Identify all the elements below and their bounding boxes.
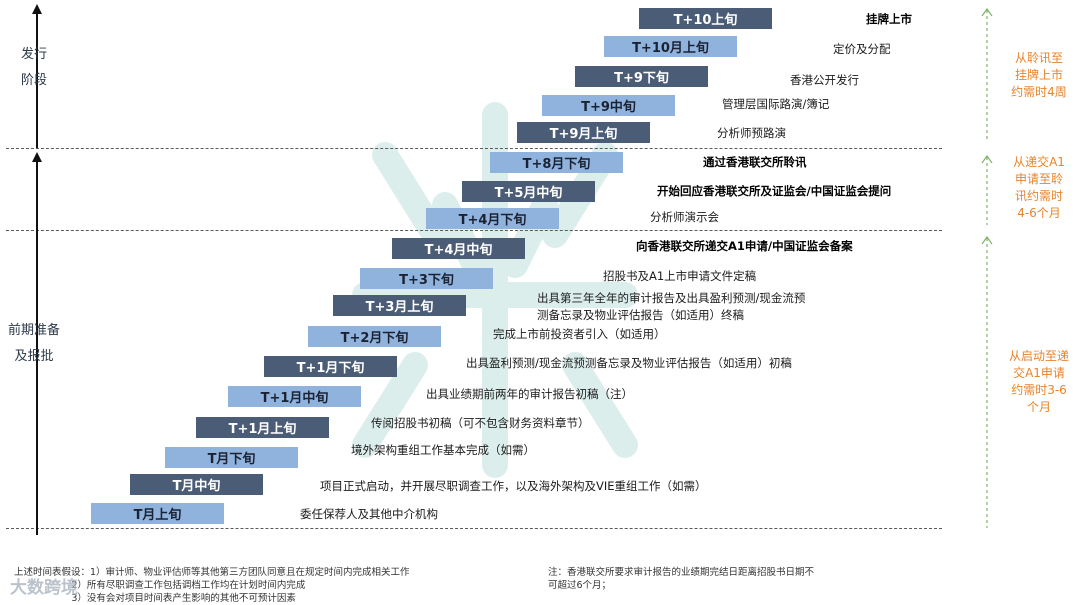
watermark-text: 大数跨境 <box>10 578 78 598</box>
timeline-task: 完成上市前投资者引入（如适用） <box>493 327 666 341</box>
phase-divider-prep <box>6 230 942 231</box>
timeline-task: 传阅招股书初稿（可不包含财务资料章节） <box>371 416 590 430</box>
side-note-a1-to-hearing: 从递交A1 申请至聆 讯约需时 4-6个月 <box>1013 155 1065 220</box>
timeline-bar: T+5月中旬 <box>462 181 595 202</box>
phase-label-prep: 前期准备 及报批 <box>8 323 61 364</box>
timeline-task: 出具第三年全年的审计报告及出具盈利预测/现金流预 测备忘录及物业评估报告（如适用… <box>537 291 806 322</box>
timeline-task: 境外架构重组工作基本完成（如需） <box>351 443 535 457</box>
timeline-bar: T+9下旬 <box>575 66 708 87</box>
timeline-task: 管理层国际路演/簿记 <box>722 97 830 111</box>
timeline-bar: T+4月中旬 <box>392 238 525 259</box>
timeline-bar: T+10上旬 <box>639 8 772 29</box>
timeline-bar: T+1月上旬 <box>196 417 329 438</box>
timeline-task: 香港公开发行 <box>790 73 859 87</box>
side-duration-arrow-icon <box>981 155 993 225</box>
timeline-bar: T+2月下旬 <box>308 326 441 347</box>
timeline-task: 分析师演示会 <box>650 210 719 224</box>
timeline-task: 向香港联交所递交A1申请/中国证监会备案 <box>636 239 853 253</box>
timeline-bar: T+3月上旬 <box>333 295 466 316</box>
timeline-bar: T+10月上旬 <box>604 36 737 57</box>
side-duration-arrow-icon <box>981 236 993 528</box>
timeline-task: 定价及分配 <box>833 42 891 56</box>
footnote-note: 注：香港联交所要求审计报告的业绩期完结日距离招股书日期不 可超过6个月； <box>548 567 815 591</box>
timeline-task: 开始回应香港联交所及证监会/中国证监会提问 <box>657 184 892 198</box>
issue-phase-arrow-icon <box>32 4 42 148</box>
side-duration-arrow-icon <box>981 8 993 142</box>
timeline-task: 通过香港联交所聆讯 <box>703 155 807 169</box>
side-note-hearing-to-listing: 从聆讯至 挂牌上市 约需时4周 <box>1011 51 1067 99</box>
timeline-task: 项目正式启动，并开展尽职调查工作，以及海外架构及VIE重组工作（如需） <box>320 479 707 493</box>
timeline-bar: T月上旬 <box>91 503 224 524</box>
side-note-kickoff-to-a1: 从启动至递 交A1申请 约需时3-6 个月 <box>1008 349 1069 414</box>
timeline-bar: T+9中旬 <box>542 95 675 116</box>
timeline-bar: T+3下旬 <box>360 268 493 289</box>
phase-divider-issue <box>6 148 942 149</box>
timeline-bar: T+1月中旬 <box>228 386 361 407</box>
footnote-assumptions: 上述时间表假设：1）审计师、物业评估师等其他第三方团队同意且在规定时间内完成相关… <box>14 567 410 604</box>
timeline-bar: T月下旬 <box>165 447 298 468</box>
timeline-task: 出具盈利预测/现金流预测备忘录及物业评估报告（如适用）初稿 <box>466 356 792 370</box>
timeline-task: 委任保荐人及其他中介机构 <box>300 507 438 521</box>
timeline-task: 分析师预路演 <box>717 126 786 140</box>
timeline-task: 招股书及A1上市申请文件定稿 <box>603 269 757 283</box>
timeline-bar: T+9月上旬 <box>517 122 650 143</box>
timeline-task: 挂牌上市 <box>866 12 912 26</box>
prep-phase-arrow-icon <box>32 152 42 535</box>
timeline-baseline <box>6 528 942 529</box>
timeline-bar: T+1月下旬 <box>264 356 397 377</box>
timeline-bar: T+4月下旬 <box>426 208 559 229</box>
timeline-task: 出具业绩期前两年的审计报告初稿（注） <box>426 387 633 401</box>
phase-label-issue: 发行 阶段 <box>20 47 47 88</box>
timeline-bar: T月中旬 <box>130 474 263 495</box>
timeline-bar: T+8月下旬 <box>490 152 623 173</box>
